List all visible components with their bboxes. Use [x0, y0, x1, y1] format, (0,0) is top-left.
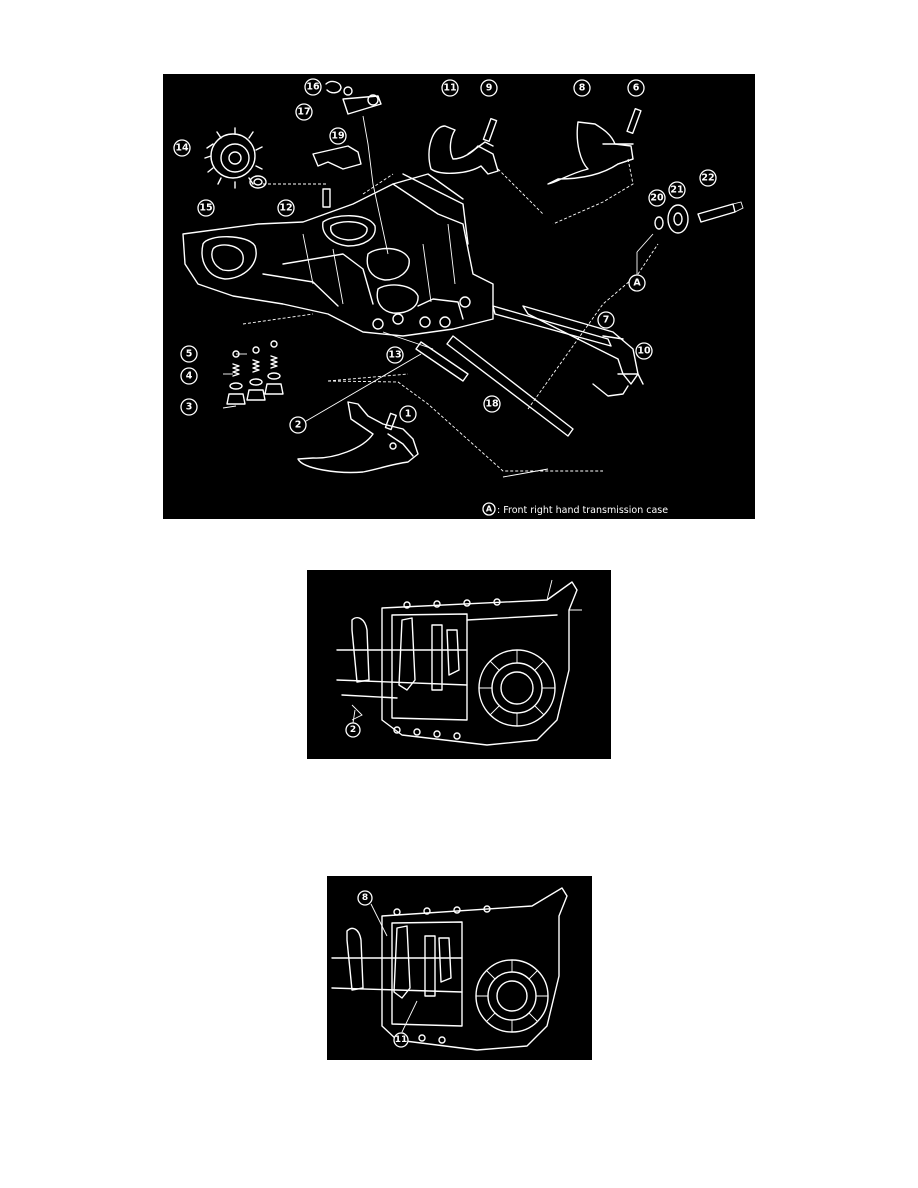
shift-fork-8 — [547, 121, 634, 185]
callout-8: 8 — [573, 79, 591, 97]
shaft-22 — [697, 201, 744, 223]
callout-5: 5 — [180, 345, 198, 363]
rod-13 — [415, 341, 469, 382]
exploded-view-figure: 16 17 11 9 8 6 19 14 15 12 20 21 22 A 7 … — [163, 74, 755, 519]
svg-text:11: 11 — [395, 1035, 408, 1045]
rod-18 — [446, 335, 574, 437]
svg-text:18: 18 — [485, 399, 499, 410]
gear-21 — [667, 204, 689, 234]
part-17 — [342, 94, 389, 255]
callout-21: 21 — [668, 181, 686, 199]
svg-text:14: 14 — [175, 143, 189, 154]
callout-11: 11 — [441, 79, 459, 97]
callout-2: 2 — [289, 416, 307, 434]
figure-caption: A : Front right hand transmission case — [482, 502, 668, 516]
svg-text:5: 5 — [186, 349, 193, 360]
svg-text:20: 20 — [650, 193, 664, 204]
pin-9 — [482, 117, 498, 143]
callout-13: 13 — [386, 346, 404, 364]
svg-text:8: 8 — [579, 83, 586, 94]
transmission-case — [182, 173, 494, 337]
svg-text:16: 16 — [306, 82, 320, 93]
callout-22: 22 — [699, 169, 717, 187]
case-interior-drawing-1: 2 — [336, 579, 582, 746]
callout-2: 2 — [345, 722, 361, 738]
svg-text:2: 2 — [350, 725, 356, 735]
callout-10: 10 — [635, 342, 653, 360]
callout-3: 3 — [180, 398, 198, 416]
callout-7: 7 — [597, 311, 615, 329]
callout-8: 8 — [357, 890, 373, 906]
ring-15 — [249, 175, 267, 189]
pin-1 — [384, 412, 397, 431]
case-interior-drawing-2: 8 11 — [331, 887, 568, 1051]
leader-line — [370, 903, 388, 937]
callout-19: 19 — [329, 127, 347, 145]
svg-text:12: 12 — [279, 203, 292, 214]
callout-20: 20 — [648, 189, 666, 207]
leader-line — [352, 709, 356, 724]
callout-16: 16 — [304, 78, 322, 96]
svg-text:: Front right hand transmissio: : Front right hand transmission case — [497, 505, 668, 516]
callout-4: 4 — [180, 367, 198, 385]
shift-fork-removal-figure-1: 2 — [307, 570, 611, 759]
leader-line — [401, 1000, 418, 1033]
callout-1: 1 — [399, 405, 417, 423]
svg-text:A: A — [486, 505, 493, 514]
svg-text:6: 6 — [633, 83, 640, 94]
svg-text:22: 22 — [701, 173, 714, 184]
shift-fork-2 — [297, 401, 419, 474]
fork-rod-10 — [522, 305, 644, 397]
gear-14 — [204, 127, 263, 189]
case-interior — [336, 579, 582, 746]
part-12 — [322, 188, 331, 208]
shift-fork-removal-figure-2: 8 11 — [327, 876, 592, 1060]
case-interior — [331, 887, 568, 1051]
svg-text:8: 8 — [362, 893, 368, 903]
detent-parts — [226, 340, 284, 405]
svg-text:13: 13 — [388, 350, 401, 361]
callout-9: 9 — [480, 79, 498, 97]
svg-text:10: 10 — [637, 346, 651, 357]
callout-17: 17 — [295, 103, 313, 121]
svg-text:2: 2 — [295, 420, 302, 431]
callout-11: 11 — [393, 1032, 409, 1048]
callout-6: 6 — [627, 79, 645, 97]
exploded-view-drawing: 16 17 11 9 8 6 19 14 15 12 20 21 22 A 7 … — [173, 78, 744, 516]
svg-text:A: A — [633, 278, 641, 289]
callout-18: 18 — [483, 395, 501, 413]
callout-12: 12 — [277, 199, 295, 217]
callout-A: A — [628, 274, 646, 292]
part-16 — [325, 80, 353, 96]
svg-text:7: 7 — [603, 315, 610, 326]
svg-text:11: 11 — [443, 83, 456, 94]
svg-text:4: 4 — [186, 371, 193, 382]
washer-20 — [654, 216, 664, 230]
pin-6 — [626, 107, 642, 135]
svg-text:15: 15 — [199, 203, 212, 214]
svg-text:3: 3 — [186, 402, 193, 413]
shift-fork-11 — [428, 125, 499, 175]
svg-text:19: 19 — [331, 131, 344, 142]
svg-text:1: 1 — [405, 409, 412, 420]
callout-14: 14 — [173, 139, 191, 157]
callout-15: 15 — [197, 199, 215, 217]
svg-text:21: 21 — [670, 185, 683, 196]
svg-text:17: 17 — [297, 107, 310, 118]
selector-19 — [312, 145, 362, 170]
svg-text:9: 9 — [486, 83, 493, 94]
